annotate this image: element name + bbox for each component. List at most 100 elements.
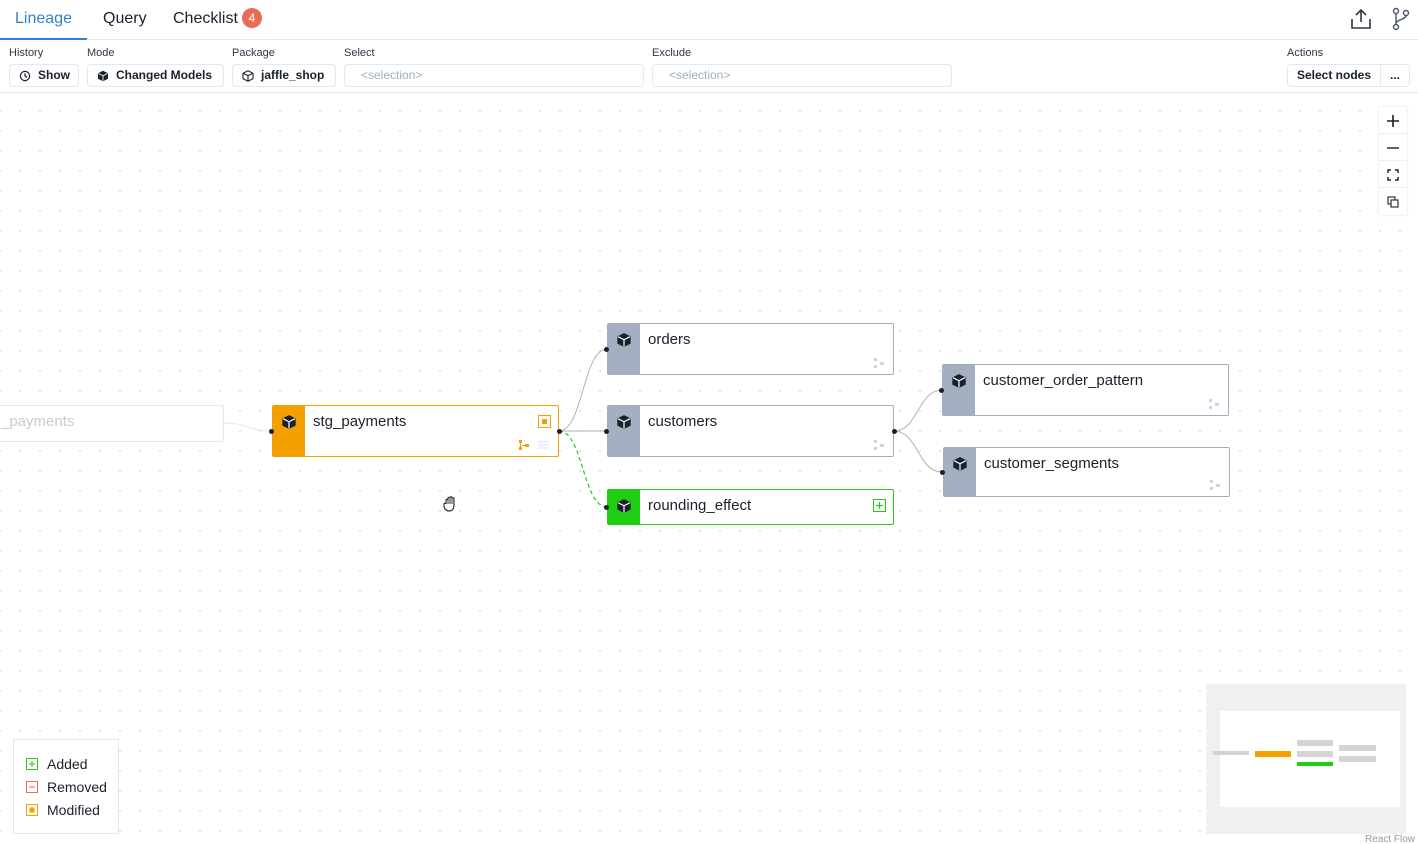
minimap-node <box>1297 740 1333 746</box>
fit-view-button[interactable] <box>1379 161 1407 188</box>
node-type-strip <box>608 324 640 374</box>
checklist-count-badge: 4 <box>242 8 262 28</box>
legend-removed-label: Removed <box>47 779 107 795</box>
mode-select-label: Changed Models <box>116 68 213 82</box>
node-name: orders <box>648 331 691 348</box>
minimap-node <box>1213 751 1249 755</box>
node-type-strip <box>608 490 640 524</box>
edge-handle[interactable] <box>269 429 274 434</box>
edge-stg-payments-to-orders <box>558 348 608 432</box>
minimap-node <box>1297 762 1333 766</box>
exclude-label: Exclude <box>652 47 692 59</box>
tab-bar: Lineage Query Checklist 4 <box>0 0 1418 40</box>
copy-image-button[interactable] <box>1379 188 1407 215</box>
node-orders[interactable]: orders <box>607 323 894 375</box>
impact-radius-icon[interactable] <box>1208 398 1220 410</box>
minus-icon <box>1387 147 1399 149</box>
added-icon <box>26 758 38 770</box>
model-cube-icon <box>617 415 631 429</box>
select-nodes-button[interactable]: Select nodes <box>1287 64 1381 87</box>
node-customer-segments[interactable]: customer_segments <box>943 447 1230 497</box>
minimap-node <box>1339 745 1376 751</box>
zoom-in-button[interactable] <box>1379 107 1407 134</box>
edge-handle[interactable] <box>892 429 897 434</box>
node-name: customer_order_pattern <box>983 372 1144 389</box>
minimap-node <box>1297 751 1333 757</box>
model-cube-icon <box>953 457 967 471</box>
history-icon <box>19 70 31 82</box>
node-name: rounding_effect <box>648 497 752 514</box>
lineage-edges <box>223 348 943 508</box>
node-stg-payments-upstream[interactable]: _payments <box>0 405 224 442</box>
tab-query[interactable]: Query <box>103 10 147 27</box>
impact-radius-icon[interactable] <box>873 439 885 451</box>
minimap[interactable] <box>1206 684 1406 834</box>
modified-icon <box>26 804 38 816</box>
history-show-label: Show <box>38 68 70 82</box>
legend-modified-label: Modified <box>47 802 100 818</box>
node-type-strip <box>944 448 976 496</box>
legend-added-label: Added <box>47 756 88 772</box>
history-label: History <box>9 47 44 59</box>
grab-cursor-icon <box>443 496 455 512</box>
select-input[interactable]: <selection> <box>344 64 644 87</box>
plus-icon <box>1387 115 1399 127</box>
edge-handle[interactable] <box>604 505 609 510</box>
mode-select-button[interactable]: Changed Models <box>87 64 224 87</box>
edge-customers-to-customer-segments <box>893 430 943 473</box>
removed-icon <box>26 781 38 793</box>
export-icon[interactable] <box>1348 6 1374 32</box>
minimap-node <box>1255 751 1291 757</box>
select-label: Select <box>344 47 375 59</box>
model-cube-icon <box>952 374 966 388</box>
zoom-out-button[interactable] <box>1379 134 1407 161</box>
node-type-strip <box>943 365 975 415</box>
model-cube-icon <box>617 499 631 513</box>
cube-icon <box>98 70 108 82</box>
model-cube-icon <box>617 333 631 347</box>
copy-icon <box>1387 196 1399 208</box>
impact-radius-icon[interactable] <box>1209 479 1221 491</box>
history-show-button[interactable]: Show <box>9 64 79 87</box>
edge-handle[interactable] <box>604 347 609 352</box>
node-name: customer_segments <box>984 455 1120 472</box>
tab-checklist[interactable]: Checklist <box>173 0 238 40</box>
edge-stg-payments-to-rounding-effect <box>558 430 608 508</box>
model-cube-icon <box>282 415 296 429</box>
edge-handle[interactable] <box>557 429 562 434</box>
minimap-viewport <box>1213 711 1400 807</box>
tab-lineage[interactable]: Lineage <box>0 0 87 40</box>
impact-radius-icon[interactable] <box>873 357 885 369</box>
package-label: Package <box>232 47 275 59</box>
added-icon <box>873 499 886 512</box>
edge-handle[interactable] <box>604 429 609 434</box>
edge-handle[interactable] <box>940 470 945 475</box>
git-branch-icon[interactable] <box>1388 6 1414 32</box>
exclude-input[interactable]: <selection> <box>652 64 952 87</box>
lineage-canvas[interactable]: _payments stg_payments orders custome <box>0 93 1418 844</box>
package-select-button[interactable]: jaffle_shop <box>232 64 336 87</box>
impact-radius-icon[interactable] <box>518 439 530 451</box>
more-actions-button[interactable]: ... <box>1380 64 1410 87</box>
node-stg-payments[interactable]: stg_payments <box>272 405 559 457</box>
change-legend: Added Removed Modified <box>13 739 119 834</box>
edge-customers-to-customer-order-pattern <box>893 389 943 432</box>
canvas-controls <box>1379 107 1407 215</box>
edge-faded-to-stg-payments <box>223 422 272 432</box>
node-type-strip <box>608 406 640 456</box>
column-list-icon[interactable] <box>537 439 550 451</box>
react-flow-attribution[interactable]: React Flow <box>1365 834 1416 844</box>
node-rounding-effect[interactable]: rounding_effect <box>607 489 894 525</box>
node-customer-order-pattern[interactable]: customer_order_pattern <box>942 364 1229 416</box>
node-type-strip <box>273 406 305 456</box>
node-customers[interactable]: customers <box>607 405 894 457</box>
minimap-node <box>1339 756 1376 762</box>
node-name: customers <box>648 413 718 430</box>
mode-label: Mode <box>87 47 115 59</box>
edge-handle[interactable] <box>939 388 944 393</box>
filter-toolbar: History Show Mode Changed Models Package… <box>0 40 1418 93</box>
tab-checklist-label: Checklist <box>173 10 238 27</box>
fit-view-icon <box>1387 169 1399 181</box>
actions-label: Actions <box>1287 47 1324 59</box>
